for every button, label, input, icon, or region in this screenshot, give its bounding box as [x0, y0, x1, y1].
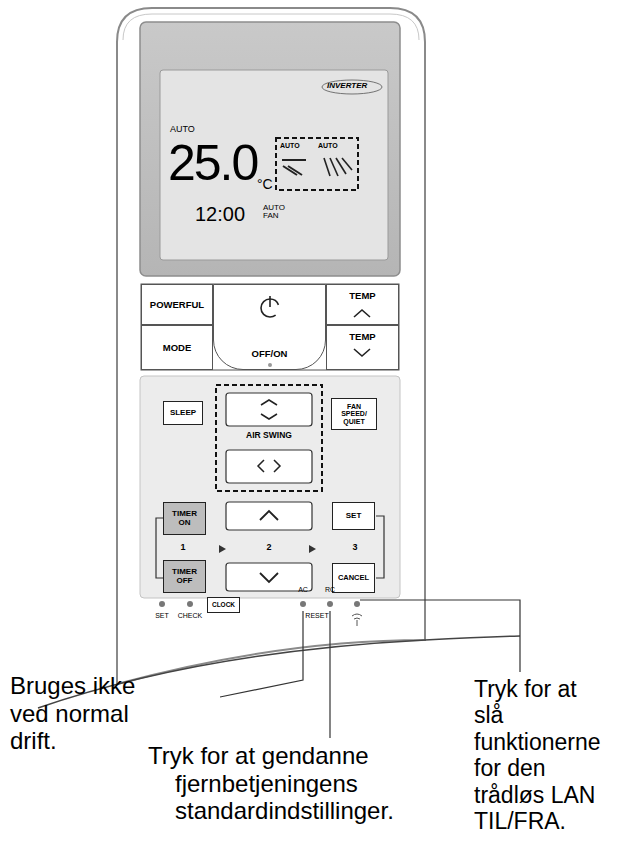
display-panel	[140, 22, 400, 276]
remote-button: TIMER OFF	[163, 560, 206, 593]
up-chevron	[260, 511, 278, 520]
bracket	[376, 516, 384, 578]
button-text: CANCEL	[338, 574, 369, 582]
power-icon	[269, 296, 271, 307]
swing-icon	[324, 158, 352, 176]
part-label: AIR SWING	[246, 431, 292, 441]
button-text: TIMER ON	[167, 510, 203, 527]
button-grid	[141, 284, 399, 370]
remote-button: MODE	[141, 325, 213, 370]
remote-body	[117, 8, 425, 684]
button-text: MODE	[163, 343, 192, 353]
up-chevron	[354, 310, 370, 317]
display-text: 25.0	[168, 138, 257, 188]
pin-label: AC	[298, 586, 308, 594]
remote-button: FAN SPEED/ QUIET	[331, 398, 377, 430]
display-text: AUTO	[318, 142, 338, 149]
swing-button	[226, 450, 312, 483]
swing-button	[226, 393, 312, 426]
display-text: AUTO	[280, 142, 300, 149]
remote-button: TEMP	[326, 284, 399, 325]
button-text: SET	[346, 512, 362, 520]
callout-text: Tryk for at gendanne fjernbetjeningens s…	[148, 742, 445, 825]
callout-text: Bruges ikke ved normal drift.	[10, 672, 142, 755]
display-text: °C	[257, 177, 273, 191]
dashed-highlight	[216, 385, 322, 491]
button-text: TEMP	[349, 332, 375, 342]
remote-button: CANCEL	[332, 563, 375, 593]
led	[268, 363, 272, 367]
remote-button: CLOCK	[207, 597, 240, 613]
up-button	[226, 502, 312, 530]
button-text: FAN SPEED/ QUIET	[334, 403, 374, 425]
bracket	[156, 518, 163, 578]
remote-button: TEMP	[326, 325, 399, 370]
button-text: CLOCK	[212, 602, 235, 609]
button-text: TEMP	[349, 291, 375, 301]
display-text: AUTO FAN	[263, 204, 287, 220]
step-number: 1	[180, 542, 185, 552]
pin-label: SET	[155, 612, 169, 620]
sequence-arrow	[309, 545, 316, 553]
remote-button: SET	[332, 502, 375, 530]
remote-button: POWERFUL	[141, 284, 213, 325]
button-text: SLEEP	[170, 409, 196, 417]
lcd-display: INVERTER AUTO 25.0°C AUTO AUTO 12:00 AUTO FAN	[160, 70, 388, 260]
sequence-arrow	[219, 545, 226, 553]
button-text: OFF/ON	[252, 349, 288, 359]
lower-panel	[140, 376, 400, 598]
display-text: 12:00	[195, 204, 245, 224]
swing-arrows	[258, 460, 280, 472]
button-text: TIMER OFF	[167, 568, 203, 585]
remote-button: OFF/ON	[213, 284, 326, 370]
step-number: 3	[352, 542, 357, 552]
leader-line	[220, 611, 303, 697]
logo-oval	[322, 80, 382, 94]
remote-button: SLEEP	[163, 401, 203, 425]
callout-text: Tryk for at slå funktionerne for den trå…	[474, 676, 609, 835]
remote-button: TIMER ON	[163, 502, 206, 535]
down-chevron	[354, 349, 370, 356]
pin-label: RC	[325, 586, 335, 594]
wifi-icon	[352, 614, 362, 626]
leader-line	[360, 600, 520, 672]
button-text: POWERFUL	[150, 300, 204, 310]
pin-label: RESET	[305, 612, 328, 620]
pin-label: CHECK	[178, 612, 203, 620]
lcd-screen	[160, 70, 388, 260]
display-text: AUTO	[170, 125, 195, 134]
swing-icon	[282, 160, 306, 175]
display-text: INVERTER	[327, 82, 367, 90]
swing-arrows	[261, 400, 277, 419]
dashed-highlight	[276, 138, 358, 190]
step-number: 2	[266, 542, 271, 552]
down-chevron	[260, 573, 278, 582]
pin-hole	[159, 601, 360, 607]
leader-line	[329, 611, 330, 738]
